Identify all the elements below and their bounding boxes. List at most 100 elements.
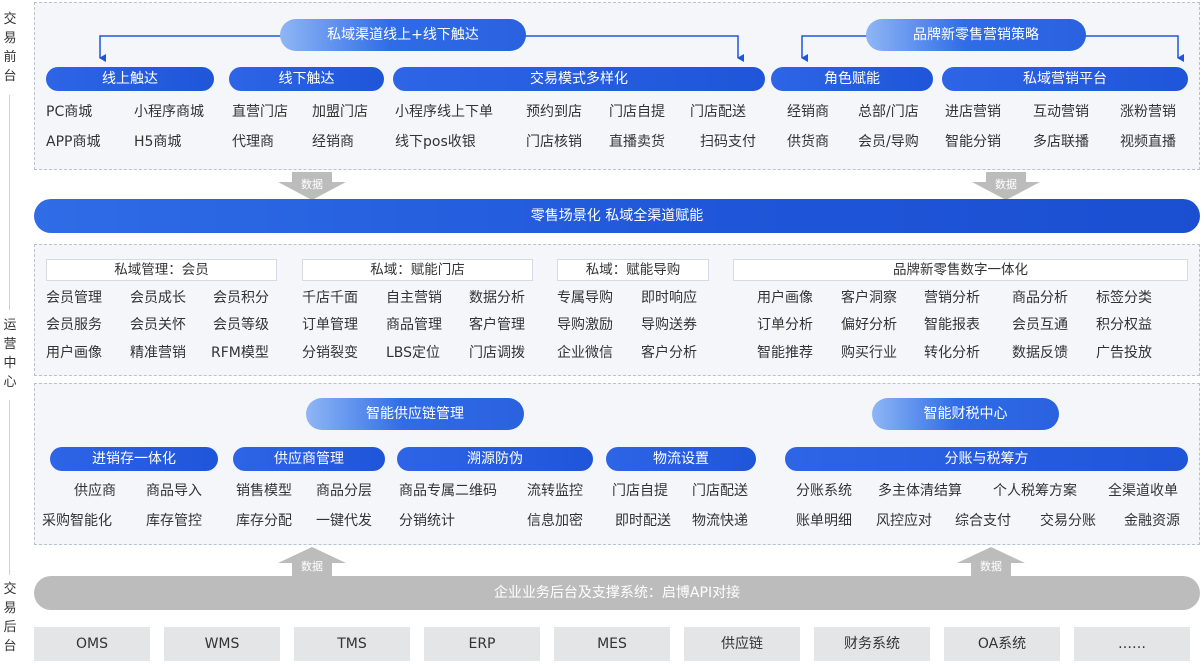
system-box: 财务系统 (814, 627, 930, 661)
list-item: 企业微信 (557, 345, 613, 361)
list-item: 总部/门店 (858, 104, 919, 120)
side-divider (9, 400, 10, 575)
list-item: 数据分析 (469, 290, 525, 306)
side-char: 台 (3, 639, 17, 654)
list-item: 会员管理 (46, 290, 102, 306)
group-title: 私域管理：会员 (46, 259, 277, 281)
list-item: 自主营销 (386, 290, 442, 306)
system-box: …… (1074, 627, 1190, 661)
list-item: 积分权益 (1096, 317, 1152, 333)
list-item: 门店调拨 (469, 345, 525, 361)
list-item: 导购送券 (641, 317, 697, 333)
side-char: 交 (3, 12, 17, 27)
data-arrow-label: 数据 (301, 178, 323, 191)
list-item: 智能分销 (945, 134, 1001, 150)
list-item: 会员服务 (46, 317, 102, 333)
list-item: 小程序线上下单 (395, 104, 493, 120)
list-item: 客户洞察 (841, 290, 897, 306)
list-item: 数据反馈 (1012, 345, 1068, 361)
middle-bar: 零售场景化 私域全渠道赋能 (34, 199, 1200, 233)
system-box: TMS (294, 627, 410, 661)
side-label-back: 交 易 后 台 (2, 580, 18, 656)
list-item: 商品导入 (146, 483, 202, 499)
data-arrow-up (957, 547, 1025, 576)
side-char: 台 (3, 69, 17, 84)
side-char: 易 (3, 31, 17, 46)
side-char: 中 (3, 356, 17, 371)
list-item: 会员成长 (130, 290, 186, 306)
list-item: 订单分析 (757, 317, 813, 333)
list-item: 扫码支付 (700, 134, 756, 150)
front-pill-left: 私域渠道线上+线下触达 (280, 19, 526, 51)
list-item: 账单明细 (796, 513, 852, 529)
front-pill-right: 品牌新零售营销策略 (866, 19, 1086, 51)
list-item: 供货商 (787, 134, 829, 150)
list-item: 用户画像 (757, 290, 813, 306)
list-item: 多主体清结算 (878, 483, 962, 499)
side-char: 易 (3, 601, 17, 616)
list-item: 即时配送 (615, 513, 671, 529)
list-item: 交易分账 (1040, 513, 1096, 529)
list-item: 流转监控 (527, 483, 583, 499)
group-title: 交易模式多样化 (393, 67, 765, 91)
data-arrow-label: 数据 (980, 560, 1002, 573)
list-item: 即时响应 (641, 290, 697, 306)
group-title: 线下触达 (229, 67, 384, 91)
list-item: 分销裂变 (302, 345, 358, 361)
list-item: 信息加密 (527, 513, 583, 529)
list-item: 千店千面 (302, 290, 358, 306)
list-item: 会员/导购 (858, 134, 919, 150)
supply-pill-right: 智能财税中心 (872, 398, 1059, 430)
list-item: 互动营销 (1033, 104, 1089, 120)
list-item: 经销商 (312, 134, 354, 150)
list-item: 商品分层 (316, 483, 372, 499)
list-item: 会员互通 (1012, 317, 1068, 333)
list-item: 风控应对 (876, 513, 932, 529)
list-item: 物流快递 (692, 513, 748, 529)
list-item: 订单管理 (302, 317, 358, 333)
list-item: 库存分配 (236, 513, 292, 529)
side-label-front: 交 易 前 台 (2, 10, 18, 86)
group-title: 线上触达 (46, 67, 214, 91)
data-arrow-label: 数据 (995, 178, 1017, 191)
list-item: 商品管理 (386, 317, 442, 333)
group-title: 私域营销平台 (942, 67, 1188, 91)
list-item: 全渠道收单 (1108, 483, 1178, 499)
supply-pill-left: 智能供应链管理 (306, 398, 524, 430)
list-item: 用户画像 (46, 345, 102, 361)
list-item: 门店自提 (612, 483, 668, 499)
system-box: 供应链 (684, 627, 800, 661)
system-box: WMS (164, 627, 280, 661)
list-item: 供应商 (74, 483, 116, 499)
list-item: 会员积分 (213, 290, 269, 306)
list-item: 智能推荐 (757, 345, 813, 361)
group-title: 溯源防伪 (397, 447, 593, 471)
list-item: 多店联播 (1033, 134, 1089, 150)
backend-bar: 企业业务后台及支撑系统：启博API对接 (34, 576, 1200, 610)
side-char: 前 (3, 50, 17, 65)
side-label-ops: 运 营 中 心 (2, 316, 18, 392)
list-item: 会员关怀 (130, 317, 186, 333)
list-item: 经销商 (787, 104, 829, 120)
group-title: 品牌新零售数字一体化 (733, 259, 1188, 281)
side-char: 交 (3, 582, 17, 597)
group-title: 分账与税筹方 (785, 447, 1188, 471)
list-item: 直营门店 (232, 104, 288, 120)
list-item: 导购激励 (557, 317, 613, 333)
list-item: 视频直播 (1120, 134, 1176, 150)
side-char: 后 (3, 620, 17, 635)
list-item: 涨粉营销 (1120, 104, 1176, 120)
list-item: 进店营销 (945, 104, 1001, 120)
list-item: 预约到店 (526, 104, 582, 120)
list-item: 标签分类 (1096, 290, 1152, 306)
side-char: 运 (3, 318, 17, 333)
group-title: 供应商管理 (233, 447, 385, 471)
group-title: 进销存一体化 (50, 447, 218, 471)
list-item: 个人税筹方案 (993, 483, 1077, 499)
list-item: 金融资源 (1124, 513, 1180, 529)
system-box: OA系统 (944, 627, 1060, 661)
list-item: 小程序商城 (134, 104, 204, 120)
data-arrow-down (278, 172, 346, 200)
list-item: 分销统计 (399, 513, 455, 529)
system-box: OMS (34, 627, 150, 661)
